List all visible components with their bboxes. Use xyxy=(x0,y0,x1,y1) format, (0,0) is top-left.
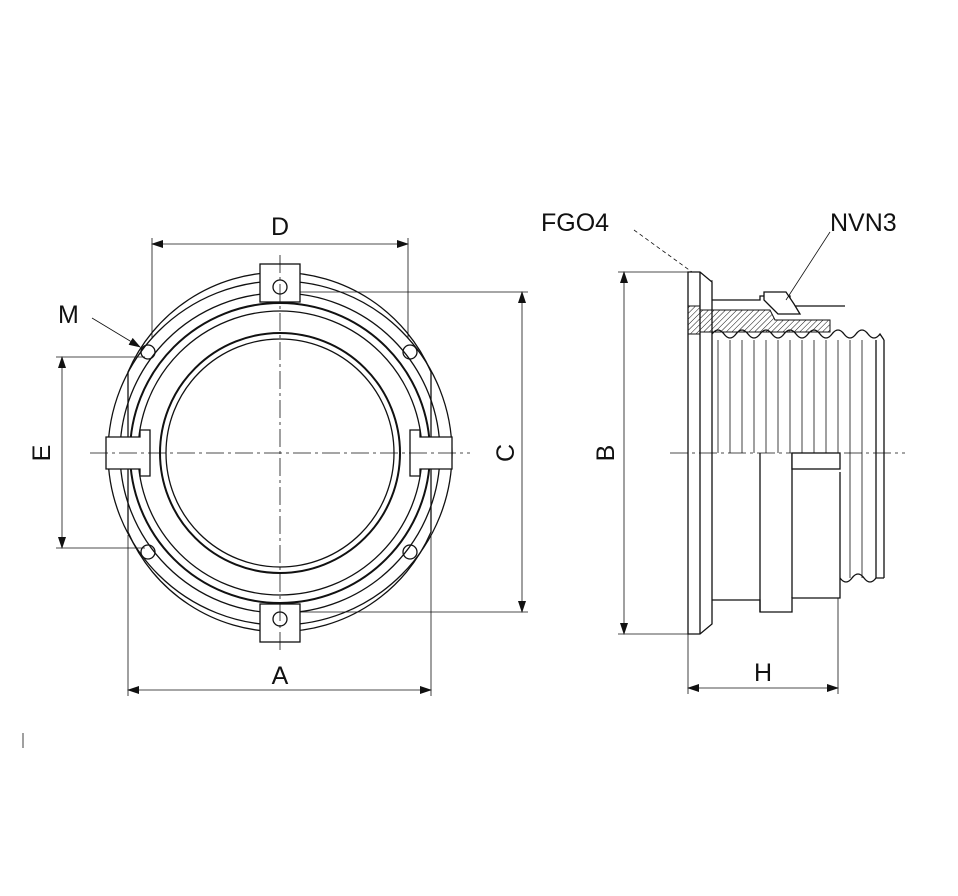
side-view: B H FGO4 NVN3 xyxy=(541,209,905,694)
mount-hole-br xyxy=(402,544,418,560)
front-view: D M E C A xyxy=(28,213,528,696)
conduit-ribs xyxy=(717,340,863,578)
conduit-corrugation-top xyxy=(711,329,885,341)
dim-m-leader xyxy=(91,317,141,348)
dim-label-c: C xyxy=(492,444,520,462)
fgo4-leader xyxy=(633,229,693,273)
dim-label-e: E xyxy=(28,445,56,462)
flange-outline xyxy=(127,271,432,633)
side-body-lower xyxy=(712,472,841,613)
dim-label-d: D xyxy=(271,213,289,241)
seal-section xyxy=(699,309,831,333)
dim-label-b: B xyxy=(592,445,620,462)
mount-hole-bl xyxy=(140,544,156,560)
label-fgo4: FGO4 xyxy=(541,209,609,237)
mount-hole-tl xyxy=(140,344,156,360)
dim-label-a: A xyxy=(272,662,289,690)
dim-label-h: H xyxy=(754,659,772,687)
mount-hole-tr xyxy=(402,344,418,360)
locking-nut-nvn3 xyxy=(763,291,802,315)
conduit-inner-step xyxy=(791,452,841,470)
nvn3-leader xyxy=(785,231,831,301)
dim-label-m: M xyxy=(58,301,79,329)
conduit-corrugation-bottom xyxy=(839,573,884,583)
label-nvn3: NVN3 xyxy=(830,209,897,237)
gasket-fgo4 xyxy=(687,305,701,335)
